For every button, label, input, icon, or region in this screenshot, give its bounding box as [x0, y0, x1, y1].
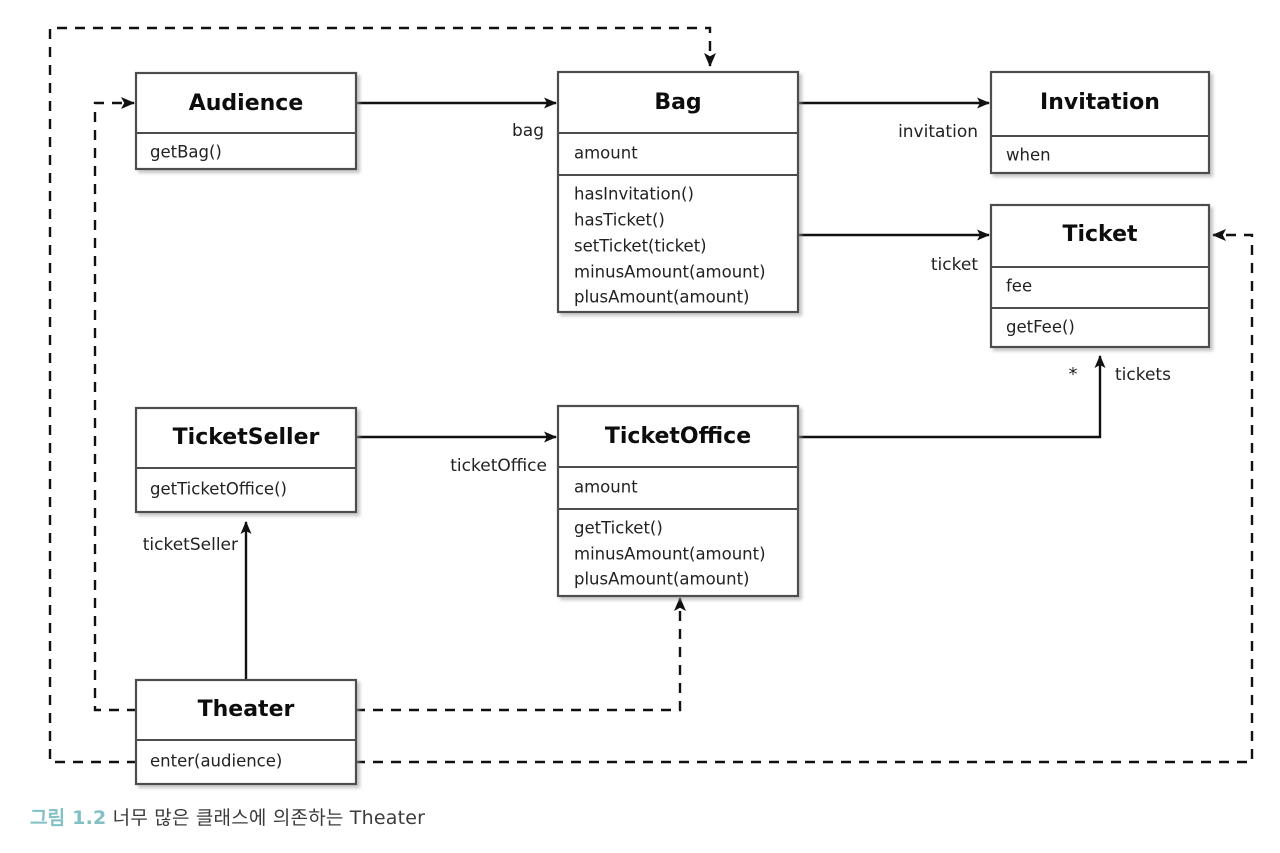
class-operation: minusAmount(amount)	[574, 545, 766, 564]
class-operation: plusAmount(amount)	[574, 288, 750, 307]
edge-label-ticketoffice: ticketOffice	[450, 456, 547, 476]
association-bag-invitation: invitation	[799, 97, 990, 142]
class-box-ticketoffice[interactable]: TicketOffice amount getTicket() minusAmo…	[556, 404, 800, 598]
edge-label-tickets: tickets	[1115, 365, 1171, 385]
class-name-bag: Bag	[654, 90, 701, 115]
class-operation: plusAmount(amount)	[574, 570, 750, 589]
dependency-theater-ticketoffice	[355, 597, 686, 712]
dependency-theater-audience	[93, 97, 137, 712]
class-name-ticketoffice: TicketOffice	[605, 424, 751, 449]
class-operation: getTicket()	[574, 519, 663, 538]
class-operation: getFee()	[1006, 318, 1075, 337]
association-bag-ticket: ticket	[799, 229, 990, 275]
class-box-invitation[interactable]: Invitation when	[989, 70, 1211, 175]
class-name-theater: Theater	[198, 697, 295, 722]
figure-caption-number: 그림 1.2	[30, 807, 107, 829]
edge-label-ticket: ticket	[931, 255, 978, 275]
edge-label-bag: bag	[512, 121, 544, 141]
class-operation: minusAmount(amount)	[574, 263, 766, 282]
association-audience-bag: bag	[356, 97, 557, 141]
class-attribute: when	[1006, 146, 1051, 165]
class-operation: hasInvitation()	[574, 185, 694, 204]
class-name-ticketseller: TicketSeller	[173, 425, 320, 450]
class-box-audience[interactable]: Audience getBag()	[134, 71, 358, 171]
class-box-theater[interactable]: Theater enter(audience)	[134, 678, 358, 786]
class-name-audience: Audience	[189, 91, 304, 116]
class-operation: enter(audience)	[150, 752, 282, 771]
edge-label-ticketseller: ticketSeller	[143, 535, 238, 555]
association-ticketoffice-ticket: * tickets	[799, 355, 1171, 439]
figure-caption: 그림 1.2 너무 많은 클래스에 의존하는 Theater	[30, 803, 425, 830]
class-attribute: amount	[574, 478, 638, 497]
dependency-theater-ticket	[355, 229, 1254, 764]
class-box-ticket[interactable]: Ticket fee getFee()	[989, 203, 1211, 349]
class-name-ticket: Ticket	[1062, 222, 1138, 247]
class-operation: getBag()	[150, 143, 222, 162]
dependency-theater-bag	[48, 26, 716, 764]
class-attribute: fee	[1006, 277, 1032, 296]
association-ticketseller-ticketoffice: ticketOffice	[356, 431, 557, 476]
association-theater-ticketseller: ticketSeller	[143, 521, 252, 688]
class-name-invitation: Invitation	[1040, 90, 1160, 115]
class-attribute: amount	[574, 144, 638, 163]
figure-caption-text: 너무 많은 클래스에 의존하는 Theater	[106, 807, 426, 829]
edge-label-invitation: invitation	[898, 122, 978, 142]
class-operation: getTicketOffice()	[150, 480, 287, 499]
class-operation: hasTicket()	[574, 211, 665, 230]
class-box-ticketseller[interactable]: TicketSeller getTicketOffice()	[134, 406, 358, 514]
multiplicity-star: *	[1069, 364, 1078, 385]
class-box-bag[interactable]: Bag amount hasInvitation() hasTicket() s…	[556, 70, 800, 314]
class-operation: setTicket(ticket)	[574, 237, 707, 256]
